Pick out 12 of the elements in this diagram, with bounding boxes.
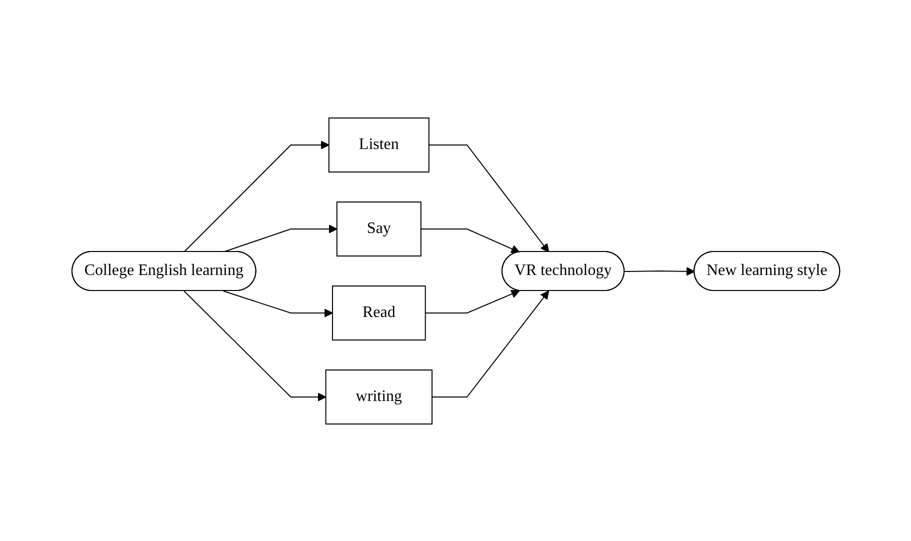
arrow <box>424 289 520 313</box>
arrow <box>624 266 695 276</box>
arrow <box>428 144 549 252</box>
node-box: writing <box>324 369 432 424</box>
node-box: Say <box>336 201 422 256</box>
arrow <box>183 140 329 252</box>
arrow <box>431 290 549 397</box>
arrow <box>420 228 520 252</box>
node-box: Read <box>332 285 426 340</box>
arrow <box>183 290 326 401</box>
node-box: Listen <box>328 117 430 172</box>
arrow <box>222 290 333 317</box>
